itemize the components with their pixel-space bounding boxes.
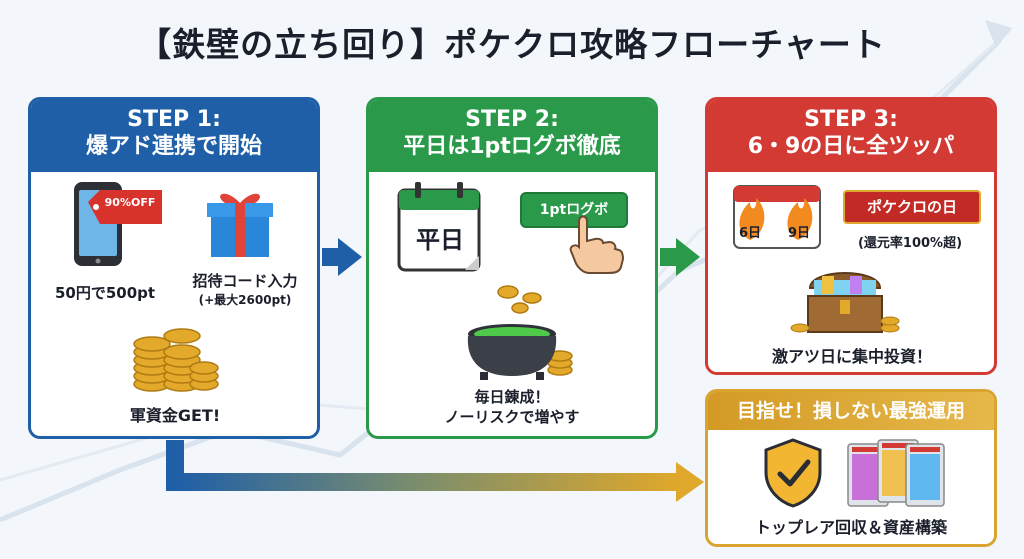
arrow-right-icon [660,238,700,276]
gift-icon [207,193,273,257]
shield-check-icon [764,438,822,508]
phone-caption: 50円で500pt [54,284,156,302]
fire-day-2: 9日 [787,226,811,241]
goal-caption: トップレア回収＆資産構築 [754,518,947,537]
pointing-hand-icon [569,215,625,274]
step1-header: STEP 1: 爆アド連携で開始 [31,100,317,172]
step3-header-line1: STEP 3: [804,107,898,132]
calendar-text: 平日 [416,226,464,254]
step1-card: STEP 1: 爆アド連携で開始 [28,97,320,439]
coins-caption: 軍資金GET! [129,406,221,425]
step3-caption: 激アツ日に集中投資！ [771,347,932,366]
login-bonus-button[interactable]: 1ptログボ [520,192,628,228]
step2-caption-line2: ノーリスクで増やす [444,408,580,426]
step3-header: STEP 3: 6・9の日に全ツッパ [708,100,994,172]
coin-stack-icon [133,328,219,392]
step2-header-line2: 平日は1ptログボ徹底 [403,134,621,159]
step3-header-line2: 6・9の日に全ツッパ [747,134,955,159]
smartphone-icon [74,182,162,266]
gift-subcaption: (+最大2600pt) [198,293,292,307]
arrow-right-icon [322,238,362,276]
fire-calendar-icon [733,185,821,249]
cauldron-icon [467,285,573,380]
treasure-chest-icon [790,272,900,333]
banner-subcaption: (還元率100%超) [857,236,963,251]
goal-header: 目指せ！損しない最強運用 [708,392,994,430]
step2-caption-line1: 毎日錬成！ [474,388,550,406]
step2-header-line1: STEP 2: [465,107,559,132]
calendar-icon [397,182,481,272]
graded-card-icon [847,439,945,507]
step1-header-line2: 爆アド連携で開始 [85,134,262,159]
fire-day-1: 6日 [738,226,762,241]
discount-tag: 90%OFF [104,196,156,209]
step2-header: STEP 2: 平日は1ptログボ徹底 [369,100,655,172]
gift-caption: 招待コード入力 [192,272,298,290]
page-title: 【鉄壁の立ち回り】ポケクロ攻略フローチャート [138,25,886,64]
pokekuro-day-banner: ポケクロの日 [843,190,981,224]
step1-header-line1: STEP 1: [127,107,221,132]
goal-path-arrow [166,440,704,502]
